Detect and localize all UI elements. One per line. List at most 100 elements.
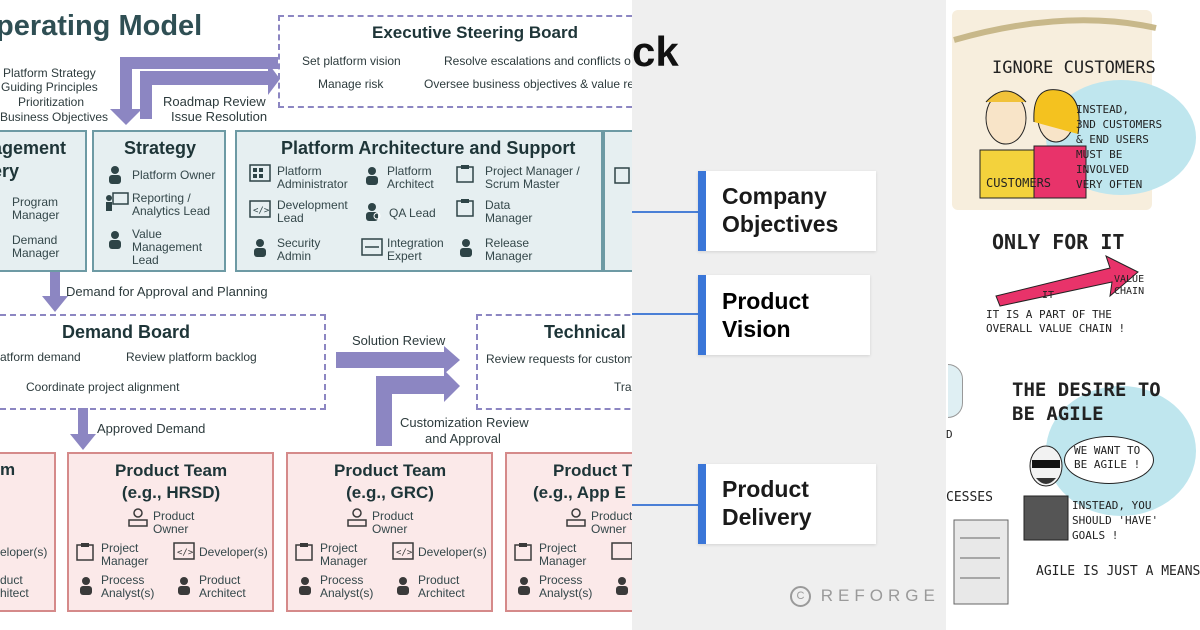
- role-line: Manager: [485, 211, 533, 225]
- brand-text: REFORGE: [820, 586, 940, 605]
- person-icon: [460, 239, 472, 257]
- role-line: Platform: [387, 164, 432, 178]
- role-developer: eloper(s): [0, 545, 48, 559]
- role-line: Project: [539, 541, 577, 555]
- team-title: Product Team(e.g., HRSD): [115, 460, 227, 504]
- exec-item: Set platform vision: [302, 54, 401, 68]
- team-title-line: Product T: [553, 461, 632, 480]
- role-line: Owner: [591, 522, 627, 536]
- exec-title: Executive Steering Board: [372, 23, 578, 42]
- role-line: Owner: [372, 522, 408, 536]
- role-line: Program: [12, 195, 59, 209]
- role-line: Analyst(s): [101, 586, 155, 600]
- team-title-line: Product Team: [334, 461, 447, 480]
- grid-icon: [249, 164, 271, 182]
- team-title: Product T(e.g., App E: [533, 460, 632, 504]
- role-line: Manager: [12, 246, 60, 260]
- note-line: SHOULD 'HAVE': [1072, 514, 1159, 527]
- owner-icon: [566, 508, 586, 527]
- code-icon: </>: [173, 542, 195, 560]
- role-line: Project: [320, 541, 358, 555]
- role-line: Demand: [12, 233, 58, 247]
- card-line: Objectives: [722, 211, 839, 237]
- role-line: Administrator: [277, 177, 348, 191]
- sketch3-footer: AGILE IS JUST A MEANS .: [1036, 564, 1200, 579]
- bubble-line: WE WANT TO: [1074, 444, 1141, 457]
- role-qa-lead: QA Lead: [389, 206, 436, 220]
- role-line: duct: [0, 573, 23, 587]
- arch-title: Platform Architecture and Support: [281, 138, 576, 158]
- strategy-box: Strategy Platform Owner Reporting /Analy…: [92, 130, 226, 272]
- card-line: Delivery: [722, 504, 812, 530]
- edge-bubble: [948, 364, 963, 418]
- clipboard-icon: [614, 167, 630, 184]
- role-line: Security: [277, 236, 321, 250]
- sketch2-title: ONLY FOR IT: [992, 230, 1125, 254]
- executive-steering-board: Executive Steering Board Set platform vi…: [278, 15, 632, 108]
- sketchnote-panel: IGNORE CUSTOMERS CUSTOMERS INSTEAD, 3ND …: [946, 0, 1200, 630]
- paper-edge: [953, 17, 1157, 43]
- technical-item: Tra: [614, 380, 632, 394]
- owner-icon: [347, 508, 367, 527]
- clipboard-icon: [456, 199, 474, 217]
- mgmt-title: agement: [0, 138, 67, 158]
- role-line: Owner: [153, 522, 189, 536]
- customization-label: Customization Review: [400, 415, 529, 430]
- strategy-title: Strategy: [124, 138, 197, 158]
- note-line: MUST BE: [1076, 148, 1123, 161]
- person-icon: [109, 166, 121, 184]
- roadmap-label: Issue Resolution: [171, 109, 268, 124]
- role-platform-owner: Platform Owner: [132, 168, 216, 182]
- diagram-title: perating Model: [0, 10, 203, 42]
- person-icon: [254, 239, 266, 257]
- connector-line: [632, 211, 702, 213]
- team-title: Product Team(e.g., GRC): [334, 460, 446, 504]
- strategy-input: Prioritization: [18, 95, 85, 109]
- role-line: Platform: [277, 164, 322, 178]
- role-line: Release: [485, 236, 530, 250]
- role-line: Manager: [485, 249, 533, 263]
- person-icon: [299, 577, 311, 595]
- note-line: INSTEAD,: [1076, 103, 1129, 116]
- role-project-manager: Project Manager /Scrum Master: [485, 165, 580, 191]
- person-icon: [80, 577, 92, 595]
- svg-text:</>: </>: [177, 548, 194, 558]
- role-line: Manager: [101, 554, 149, 568]
- customization-arrow: [376, 370, 460, 446]
- stack-heading: ck: [632, 28, 679, 75]
- sketch1-note: INSTEAD, 3ND CUSTOMERS & END USERS MUST …: [1076, 102, 1162, 192]
- note-line: INSTEAD, YOU: [1072, 499, 1152, 512]
- role-developer: Developer(s): [199, 545, 268, 559]
- role-line: Analyst(s): [320, 586, 374, 600]
- svg-text:</>: </>: [396, 548, 413, 558]
- svg-text:</>: </>: [253, 206, 270, 216]
- card-line: Company: [722, 183, 827, 209]
- connector-line: [632, 313, 702, 315]
- demand-item: Review platform backlog: [126, 350, 257, 364]
- strategy-input: Guiding Principles: [1, 80, 98, 94]
- role-line: Architect: [199, 586, 246, 600]
- role-line: Project: [101, 541, 139, 555]
